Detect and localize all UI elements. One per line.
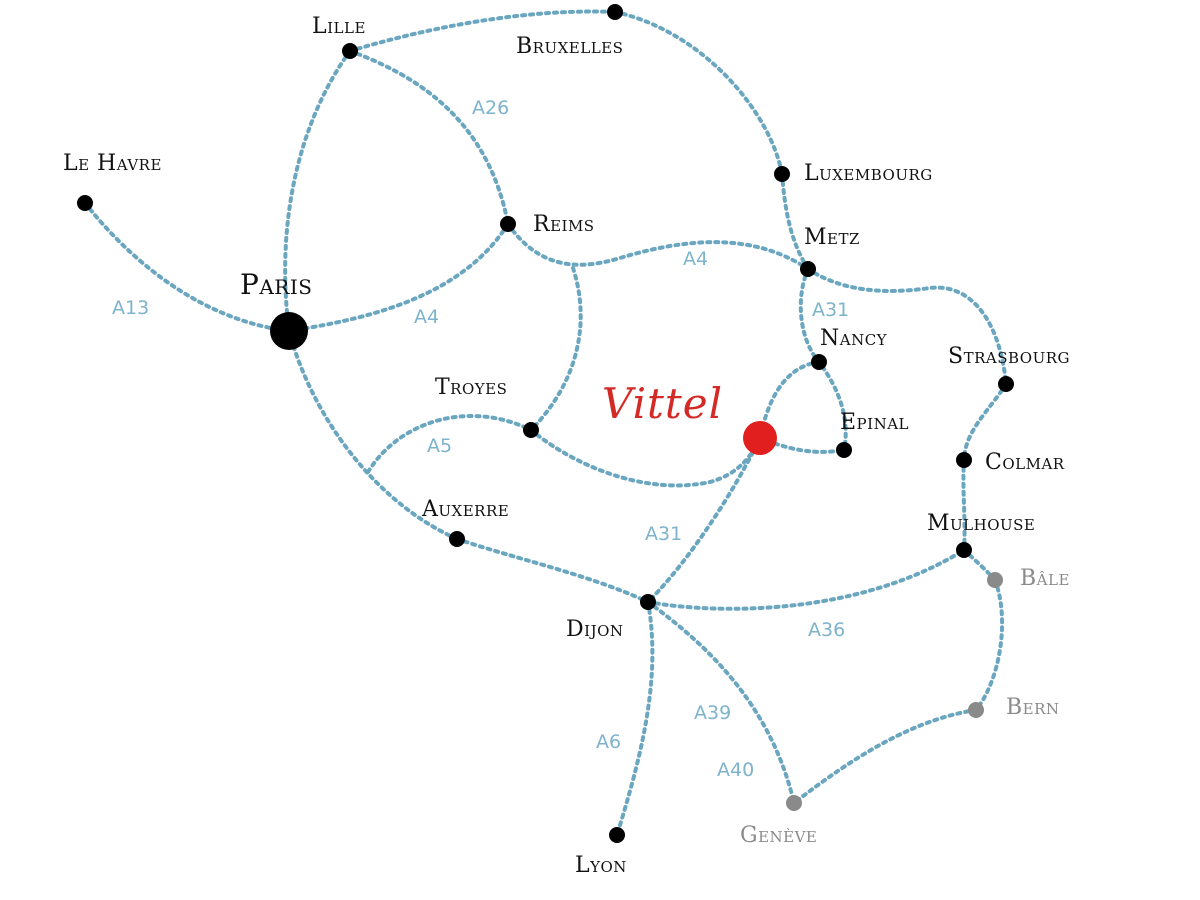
road-lille-paris (283, 49, 352, 333)
road-paris-reims (287, 222, 510, 333)
road-bern-geneve (792, 708, 978, 805)
road-label-a5: A5 (427, 435, 452, 457)
road-luxembourg-metz (780, 172, 810, 271)
city-label-geneve: Genève (740, 823, 817, 848)
marker-colmar (956, 452, 972, 468)
city-label-auxerre: Auxerre (421, 497, 509, 522)
road-paris-auxerre (287, 329, 459, 541)
city-labels: Lille Bruxelles Le Havre Paris Reims Lux… (63, 14, 1070, 878)
road-label-a31-south: A31 (645, 523, 682, 545)
road-auxerre-dijon (455, 537, 650, 604)
city-label-nancy: Nancy (820, 326, 888, 351)
road-label-a26: A26 (472, 97, 509, 119)
road-a5-branch (366, 414, 533, 474)
marker-mulhouse (956, 542, 972, 558)
road-dijon-mulhouse (646, 548, 966, 611)
city-label-metz: Metz (804, 225, 860, 250)
city-label-lille: Lille (312, 14, 366, 39)
city-label-bruxelles: Bruxelles (516, 34, 623, 59)
road-lille-bruxelles (348, 9, 617, 53)
marker-dijon (640, 594, 656, 610)
road-label-a4-east: A4 (683, 248, 708, 270)
city-label-strasbourg: Strasbourg (948, 344, 1070, 369)
road-reims-metz (506, 222, 810, 271)
city-label-bern: Bern (1006, 695, 1060, 720)
road-label-a4-west: A4 (414, 306, 439, 328)
road-labels: A26 A13 A4 A4 A31 A5 A31 A36 A39 A6 A40 (112, 97, 849, 781)
marker-strasbourg (998, 376, 1014, 392)
marker-geneve (786, 795, 802, 811)
city-label-lyon: Lyon (575, 853, 627, 878)
road-label-a6: A6 (596, 731, 621, 753)
road-lille-reims (348, 49, 510, 226)
marker-auxerre (449, 531, 465, 547)
marker-reims (500, 216, 516, 232)
city-label-luxembourg: Luxembourg (804, 161, 933, 186)
road-reims-troyes (529, 266, 583, 432)
road-label-a39: A39 (694, 702, 731, 724)
road-lehavre-paris (83, 201, 291, 333)
city-label-le-havre: Le Havre (63, 151, 162, 176)
road-label-a13: A13 (112, 297, 149, 319)
marker-vittel (743, 421, 777, 455)
road-bruxelles-luxembourg (613, 10, 784, 176)
marker-bern (968, 702, 984, 718)
marker-metz (800, 261, 816, 277)
marker-bale (987, 572, 1003, 588)
road-label-a40: A40 (717, 759, 754, 781)
road-bale-bern (974, 578, 1005, 712)
marker-lille (342, 43, 358, 59)
road-vittel-dijon (646, 436, 762, 604)
road-label-a36: A36 (808, 619, 845, 641)
city-label-dijon: Dijon (566, 617, 624, 642)
road-troyes-vittel (529, 428, 762, 488)
city-markers (77, 4, 1014, 843)
road-label-a31-north: A31 (812, 299, 849, 321)
city-label-epinal: Epinal (840, 410, 909, 435)
marker-paris (270, 312, 308, 350)
marker-luxembourg (774, 166, 790, 182)
marker-troyes (523, 422, 539, 438)
marker-le-havre (77, 195, 93, 211)
marker-bruxelles (607, 4, 623, 20)
city-label-colmar: Colmar (985, 450, 1065, 475)
city-label-mulhouse: Mulhouse (927, 511, 1035, 536)
marker-lyon (609, 827, 625, 843)
city-label-bale: Bâle (1020, 566, 1070, 591)
city-label-vittel: Vittel (602, 379, 723, 428)
city-label-troyes: Troyes (435, 375, 507, 400)
marker-nancy (811, 354, 827, 370)
city-label-paris: Paris (240, 268, 312, 301)
road-metz-strasbourg (806, 267, 1008, 386)
marker-epinal (836, 442, 852, 458)
road-dijon-geneve (646, 600, 796, 805)
road-dijon-lyon (615, 600, 655, 837)
city-label-reims: Reims (533, 212, 595, 237)
